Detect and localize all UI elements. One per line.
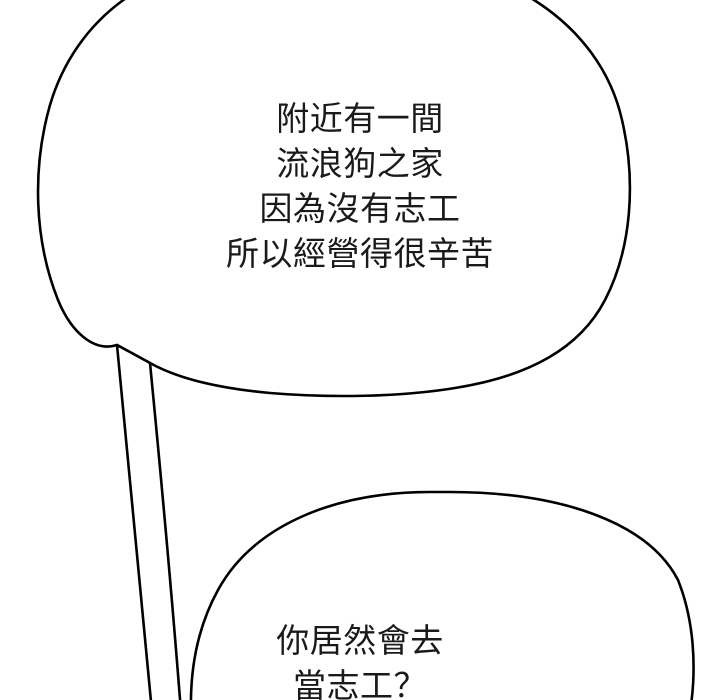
bubble-2-line-1: 你居然會去 <box>276 622 444 659</box>
bubble-1-line-3: 因為沒有志工 <box>259 190 461 227</box>
speech-bubble-1-text: 附近有一間 流浪狗之家 因為沒有志工 所以經營得很辛苦 <box>0 96 720 276</box>
speech-bubble-2-shape <box>189 490 695 700</box>
bubble-1-tail-seam-mask <box>119 349 149 372</box>
speech-bubble-1-shape <box>36 0 632 398</box>
speech-bubble-2-text: 你居然會去 當志工？ <box>0 618 720 700</box>
bubble-2-line-2: 當志工？ <box>293 667 427 700</box>
bubble-1-line-4: 所以經營得很辛苦 <box>226 235 494 272</box>
speech-bubble-2-tail <box>193 658 215 700</box>
speech-bubble-1-tail <box>115 343 182 700</box>
bubble-1-line-1: 附近有一間 <box>276 100 444 137</box>
bubble-1-line-2: 流浪狗之家 <box>276 145 444 182</box>
